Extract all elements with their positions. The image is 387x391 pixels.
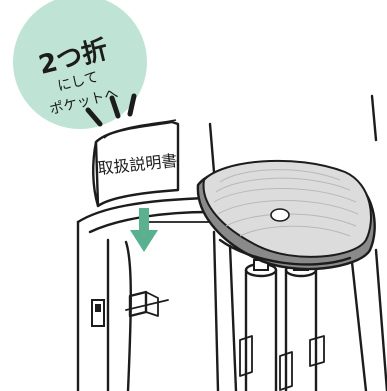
filter-cartridges	[240, 260, 324, 391]
instruction-manual: 取扱説明書	[93, 120, 178, 206]
side-switch	[92, 300, 104, 326]
callout-bubble: 2つ折 にして ポケットへ	[13, 0, 147, 129]
top-tray	[198, 161, 375, 269]
tray-center-hole	[271, 209, 289, 221]
